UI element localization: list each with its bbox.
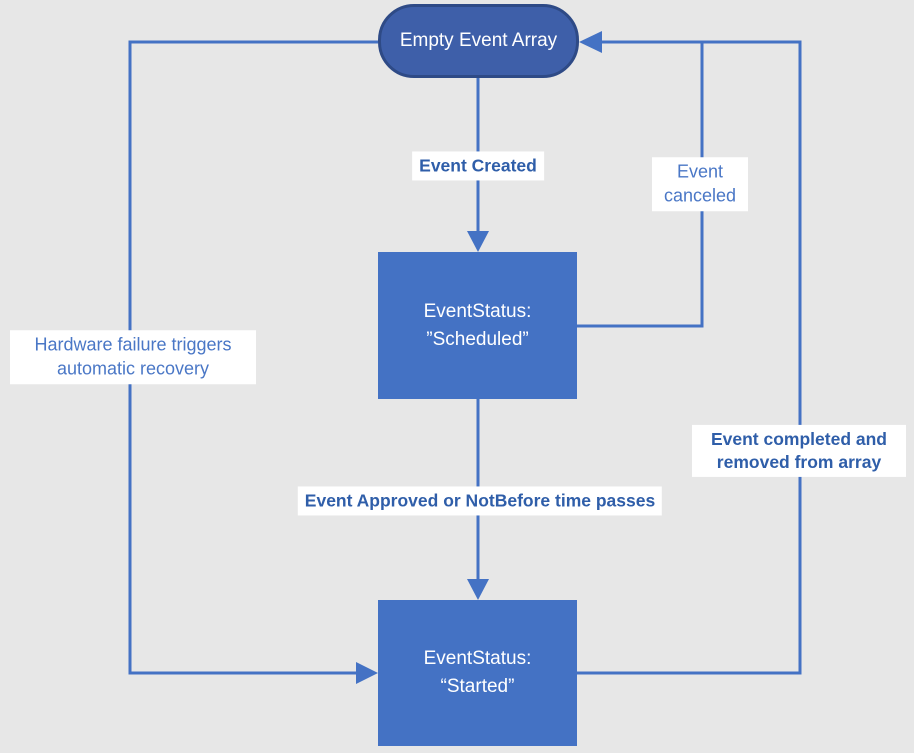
edge-label-event-canceled: Event canceled xyxy=(652,157,748,211)
node-eventstatus-started: EventStatus: “Started” xyxy=(378,600,577,746)
edge-label-event-approved: Event Approved or NotBefore time passes xyxy=(297,486,663,516)
node-started-line1: EventStatus: xyxy=(423,648,532,670)
edge-label-hardware-failure: Hardware failure triggers automatic reco… xyxy=(10,330,256,384)
edge-event-completed-line xyxy=(577,40,802,675)
arrowhead-into-scheduled-top xyxy=(467,231,489,252)
arrowhead-into-empty-array-right xyxy=(579,31,602,53)
edge-label-event-completed: Event completed and removed from array xyxy=(692,424,906,478)
node-started-line2: “Started” xyxy=(440,676,515,697)
node-empty-event-array-label: Empty Event Array xyxy=(399,30,558,52)
arrowhead-into-started-top xyxy=(467,579,489,600)
arrowhead-into-started-left xyxy=(356,662,378,684)
node-scheduled-line2: ”Scheduled” xyxy=(426,328,529,350)
edge-label-event-created: Event Created xyxy=(412,151,544,181)
node-empty-event-array: Empty Event Array xyxy=(378,4,579,78)
edge-event-canceled-line xyxy=(577,42,704,328)
node-eventstatus-scheduled: EventStatus: ”Scheduled” xyxy=(378,252,577,399)
node-scheduled-line1: EventStatus: xyxy=(423,300,532,322)
